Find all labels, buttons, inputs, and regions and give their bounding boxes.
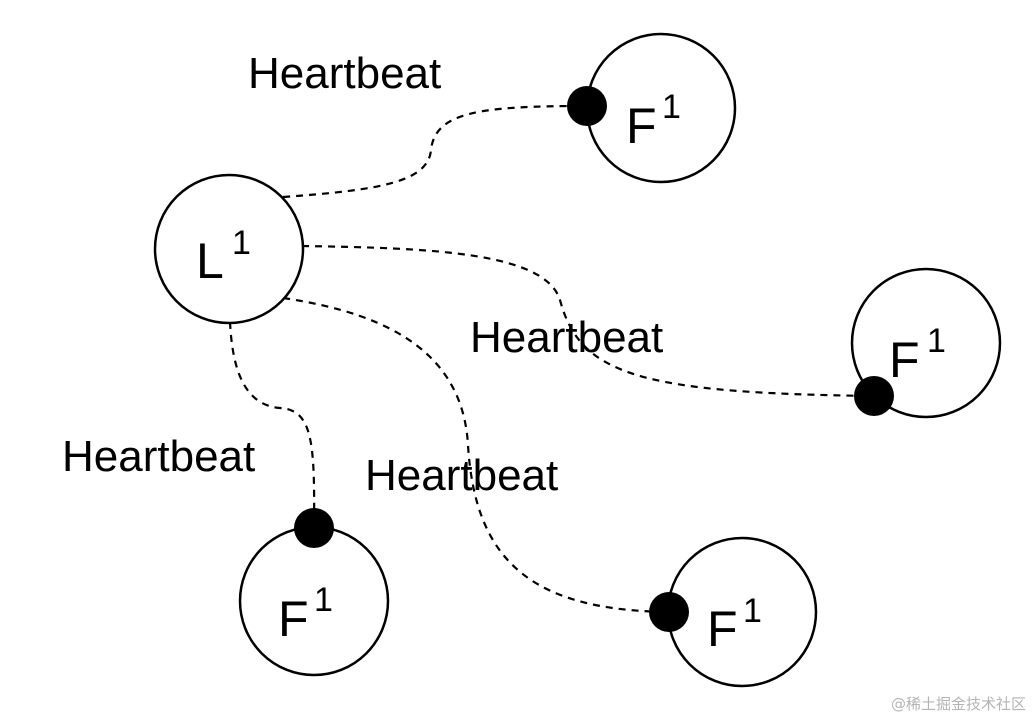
heartbeat-label-top: Heartbeat	[248, 49, 441, 98]
heartbeat-label-bottom-left: Heartbeat	[62, 432, 255, 481]
follower-node-right: F 1	[850, 267, 1002, 419]
watermark: @稀土掘金技术社区	[890, 695, 1026, 713]
connection-dot	[649, 592, 689, 632]
heartbeat-edge-bottom-left	[228, 321, 316, 529]
follower-node-top: F 1	[585, 32, 737, 184]
follower-node-bottom-right: F 1	[666, 536, 818, 688]
leader-node: L 1	[153, 173, 305, 325]
follower-node-letter: F	[278, 591, 309, 647]
follower-node-superscript: 1	[314, 581, 333, 619]
follower-node-letter: F	[707, 601, 738, 657]
heartbeat-label-bottom-right: Heartbeat	[365, 451, 558, 500]
heartbeat-edge-right	[301, 244, 875, 398]
follower-node-letter: F	[889, 332, 920, 388]
connection-dot	[294, 508, 334, 548]
leader-node-superscript: 1	[232, 224, 251, 262]
follower-node-letter: F	[626, 98, 657, 154]
heartbeat-label-right: Heartbeat	[470, 313, 663, 362]
follower-node-superscript: 1	[662, 88, 681, 126]
follower-node-superscript: 1	[927, 322, 946, 360]
heartbeat-edge-top	[282, 104, 587, 199]
leader-node-letter: L	[196, 233, 224, 289]
follower-node-bottom-left: F 1	[238, 525, 390, 677]
connection-dot	[567, 86, 607, 126]
connection-dot	[854, 376, 894, 416]
follower-node-superscript: 1	[743, 592, 762, 630]
